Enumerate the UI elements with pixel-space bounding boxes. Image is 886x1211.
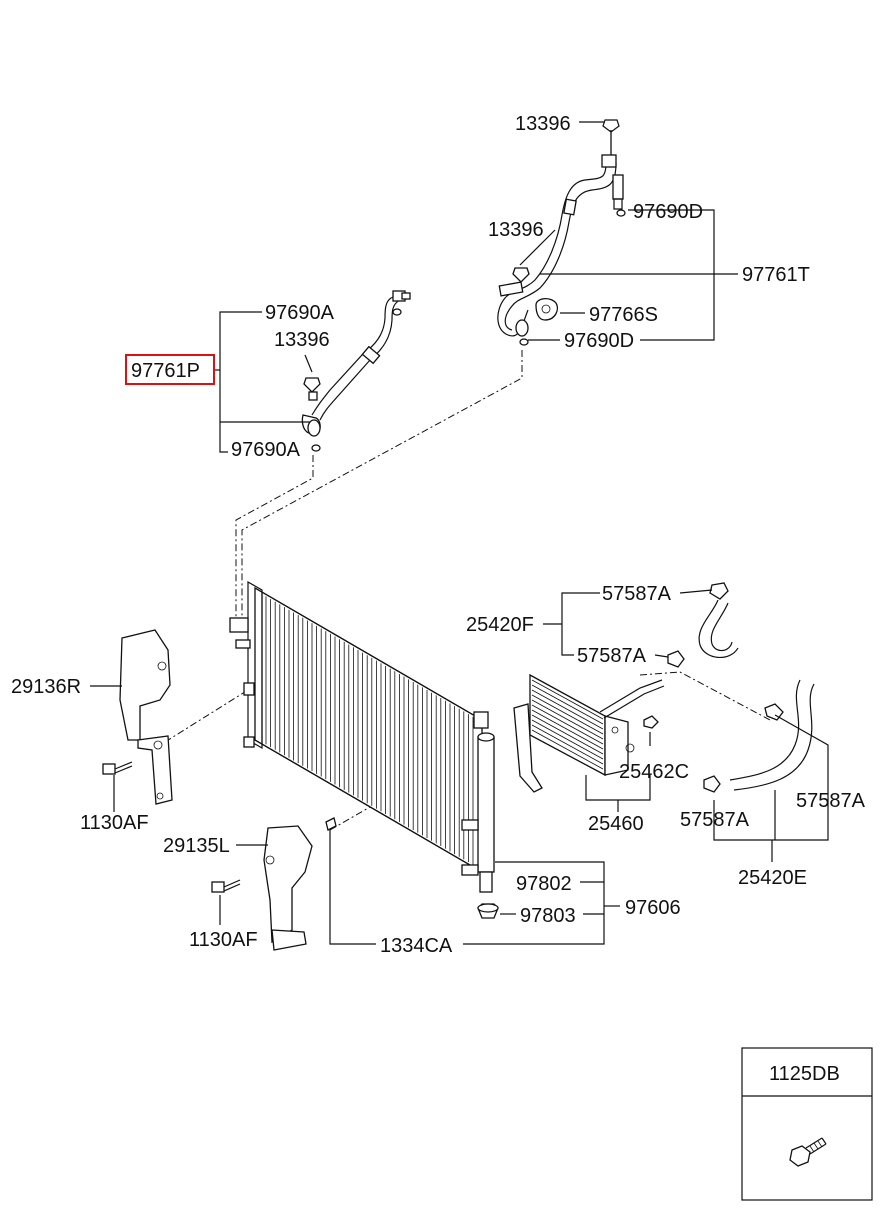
label-25420E[interactable]: 25420E <box>738 867 807 889</box>
label-29135L[interactable]: 29135L <box>163 835 230 857</box>
label-97761P[interactable]: 97761P <box>131 360 200 382</box>
oil-cooler-fin <box>531 679 604 720</box>
highlight-box-97761P <box>125 354 215 385</box>
oil-cooler-fin <box>531 714 604 755</box>
label-97802[interactable]: 97802 <box>516 873 572 895</box>
hose-25420F[interactable] <box>667 582 739 668</box>
bolt-25462C[interactable] <box>643 715 659 729</box>
label-97690A-top[interactable]: 97690A <box>265 302 335 324</box>
condenser-fins <box>265 596 474 865</box>
oil-cooler-fin <box>531 709 604 750</box>
bolt-icon <box>789 1137 827 1167</box>
label-29136R[interactable]: 29136R <box>11 676 81 698</box>
label-97690A-bot[interactable]: 97690A <box>231 439 301 461</box>
oil-cooler-fin <box>531 729 604 770</box>
clip-1334CA[interactable] <box>325 817 337 831</box>
receiver-drier-97802[interactable] <box>461 732 495 893</box>
label-1334CA[interactable]: 1334CA <box>380 935 453 957</box>
oil-cooler-fin <box>531 694 604 735</box>
label-57587A-1[interactable]: 57587A <box>602 583 672 605</box>
label-97690D-bot[interactable]: 97690D <box>564 330 634 352</box>
oil-cooler-fin <box>531 719 604 760</box>
label-1130AF-a[interactable]: 1130AF <box>80 812 149 834</box>
pipe-97761T[interactable] <box>497 119 626 346</box>
label-57587A-4[interactable]: 57587A <box>796 790 866 812</box>
label-13396-top[interactable]: 13396 <box>515 113 571 135</box>
leader-lines <box>90 121 829 945</box>
label-97606[interactable]: 97606 <box>625 897 681 919</box>
label-13396-mid[interactable]: 13396 <box>488 219 544 241</box>
oil-cooler-fin <box>531 704 604 745</box>
oil-cooler-fins <box>531 679 604 770</box>
label-97690D-top[interactable]: 97690D <box>633 201 703 223</box>
oil-cooler-fin <box>531 684 604 725</box>
bracket-29136R[interactable] <box>119 629 173 805</box>
clip-97766S[interactable] <box>535 298 559 321</box>
oil-cooler-25460[interactable] <box>513 673 665 793</box>
label-13396-left[interactable]: 13396 <box>274 329 330 351</box>
cap-97803[interactable] <box>477 903 499 919</box>
oil-cooler-fin <box>531 724 604 765</box>
bolt-1130AF-b[interactable] <box>211 879 241 893</box>
inset-label: 1125DB <box>769 1063 840 1085</box>
inset-1125DB[interactable]: 1125DB <box>741 1047 873 1201</box>
label-25420F[interactable]: 25420F <box>466 614 534 636</box>
oil-cooler-fin <box>531 689 604 730</box>
part-labels: 13396 97690D 13396 97761T 97766S 97690D … <box>11 113 866 957</box>
hose-25420E[interactable] <box>703 679 815 793</box>
bracket-29135L[interactable] <box>263 825 313 951</box>
label-25462C[interactable]: 25462C <box>619 761 689 783</box>
pipe-97761P[interactable] <box>301 290 411 452</box>
label-57587A-3[interactable]: 57587A <box>680 809 750 831</box>
bolt-1130AF-a[interactable] <box>102 761 133 775</box>
label-97761T[interactable]: 97761T <box>742 264 810 286</box>
label-97766S[interactable]: 97766S <box>589 304 658 326</box>
label-25460[interactable]: 25460 <box>588 813 644 835</box>
label-1130AF-b[interactable]: 1130AF <box>189 929 258 951</box>
label-57587A-2[interactable]: 57587A <box>577 645 647 667</box>
oil-cooler-fin <box>531 699 604 740</box>
condenser[interactable] <box>229 580 489 874</box>
label-97803[interactable]: 97803 <box>520 905 576 927</box>
